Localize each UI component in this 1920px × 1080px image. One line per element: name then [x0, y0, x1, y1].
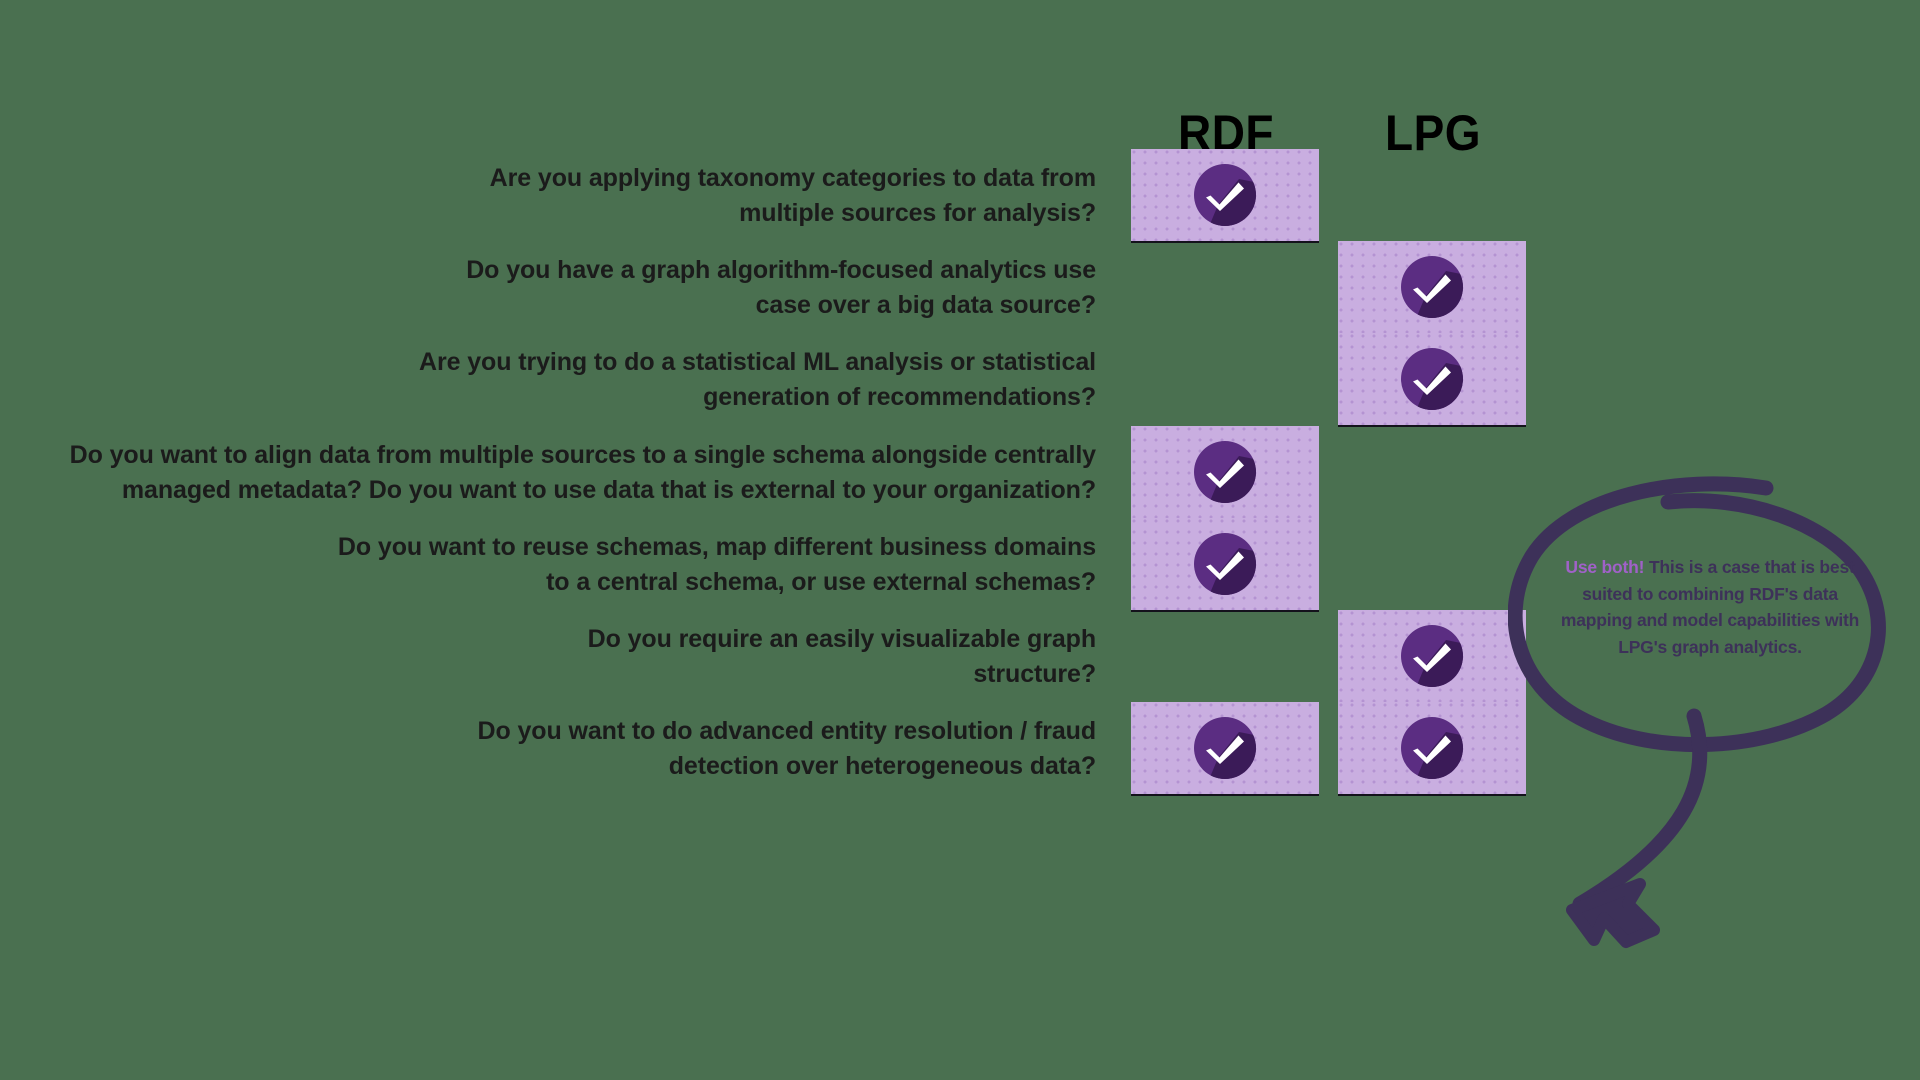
matrix-row: Do you want to do advanced entity resolu… — [0, 702, 1920, 796]
question-text: Are you applying taxonomy categories to … — [20, 149, 1110, 243]
check-circle-icon — [1191, 438, 1259, 506]
check-circle-icon — [1398, 345, 1466, 413]
matrix-row: Do you want to align data from multiple … — [0, 426, 1920, 520]
column-header-lpg: LPG — [1385, 105, 1481, 161]
question-line: to a central schema, or use external sch… — [546, 568, 1096, 596]
question-text: Do you want to do advanced entity resolu… — [20, 702, 1110, 796]
question-line: structure? — [973, 660, 1096, 688]
question-text: Do you want to align data from multiple … — [20, 426, 1110, 520]
question-line: Are you trying to do a statistical ML an… — [419, 347, 1096, 376]
matrix-row: Are you applying taxonomy categories to … — [0, 149, 1920, 243]
question-text: Do you have a graph algorithm-focused an… — [20, 241, 1110, 335]
check-cell-lpg — [1338, 702, 1526, 796]
check-cell-lpg — [1338, 241, 1526, 335]
question-line: managed metadata? Do you want to use dat… — [121, 476, 1096, 504]
question-line: multiple sources for analysis? — [739, 199, 1096, 227]
question-line: Do you want to align data from multiple … — [69, 440, 1096, 469]
check-cell-rdf — [1131, 426, 1319, 520]
question-text: Do you want to reuse schemas, map differ… — [20, 518, 1110, 612]
question-line: Do you have a graph algorithm-focused an… — [466, 255, 1096, 284]
question-line: Are you applying taxonomy categories to … — [489, 163, 1096, 192]
check-cell-lpg — [1338, 333, 1526, 427]
check-cell-rdf — [1131, 149, 1319, 243]
matrix-row: Do you have a graph algorithm-focused an… — [0, 241, 1920, 335]
question-line: detection over heterogeneous data? — [668, 752, 1096, 780]
check-cell-rdf — [1131, 702, 1319, 796]
arrow-head — [1566, 878, 1660, 948]
check-cell-rdf — [1131, 518, 1319, 612]
question-line: Do you require an easily visualizable gr… — [587, 624, 1096, 653]
question-line: case over a big data source? — [755, 291, 1097, 319]
question-line: generation of recommendations? — [703, 383, 1096, 411]
matrix-row: Do you require an easily visualizable gr… — [0, 610, 1920, 704]
check-circle-icon — [1191, 714, 1259, 782]
check-cell-lpg — [1338, 610, 1526, 704]
matrix-row: Are you trying to do a statistical ML an… — [0, 333, 1920, 427]
check-circle-icon — [1191, 530, 1259, 598]
question-line: Do you want to reuse schemas, map differ… — [337, 532, 1096, 561]
check-circle-icon — [1398, 714, 1466, 782]
question-text: Do you require an easily visualizable gr… — [20, 610, 1110, 704]
check-circle-icon — [1191, 161, 1259, 229]
question-line: Do you want to do advanced entity resolu… — [477, 716, 1097, 745]
check-circle-icon — [1398, 253, 1466, 321]
question-text: Are you trying to do a statistical ML an… — [20, 333, 1110, 427]
matrix-row: Do you want to reuse schemas, map differ… — [0, 518, 1920, 612]
check-circle-icon — [1398, 622, 1466, 690]
